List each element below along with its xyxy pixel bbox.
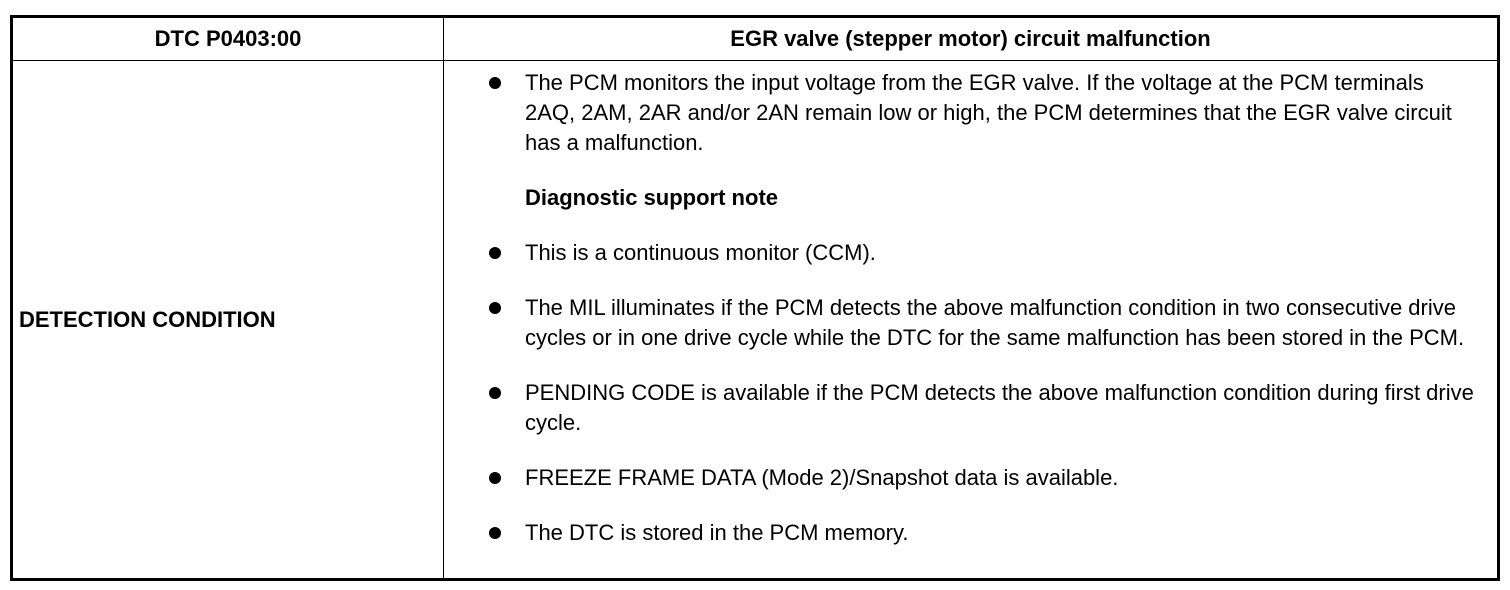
detection-condition-details: The PCM monitors the input voltage from … (444, 61, 1497, 578)
list-item: FREEZE FRAME DATA (Mode 2)/Snapshot data… (489, 463, 1477, 493)
dtc-code-text: DTC P0403:00 (154, 26, 302, 51)
list-item-text: This is a continuous monitor (CCM). (525, 240, 876, 265)
list-item: This is a continuous monitor (CCM). (489, 238, 1477, 268)
list-item-text: The DTC is stored in the PCM memory. (525, 520, 909, 545)
detection-condition-label-cell: DETECTION CONDITION (13, 61, 444, 578)
dtc-description-header: EGR valve (stepper motor) circuit malfun… (444, 18, 1497, 61)
list-item: The PCM monitors the input voltage from … (489, 68, 1477, 158)
bullet-icon (489, 387, 501, 399)
bullet-icon (489, 302, 501, 314)
list-item: The DTC is stored in the PCM memory. (489, 518, 1477, 548)
bullet-icon (489, 247, 501, 259)
dtc-description-text: EGR valve (stepper motor) circuit malfun… (730, 26, 1211, 51)
bullet-icon (489, 472, 501, 484)
list-item: The MIL illuminates if the PCM detects t… (489, 293, 1477, 353)
dtc-code-header: DTC P0403:00 (13, 18, 444, 61)
list-item-text: The MIL illuminates if the PCM detects t… (525, 295, 1465, 350)
bullet-icon (489, 77, 501, 89)
list-item-text: FREEZE FRAME DATA (Mode 2)/Snapshot data… (525, 465, 1119, 490)
bullet-icon (489, 527, 501, 539)
list-item: PENDING CODE is available if the PCM det… (489, 378, 1477, 438)
list-item-text: The PCM monitors the input voltage from … (525, 70, 1452, 155)
diagnostic-support-note-heading: Diagnostic support note (525, 185, 778, 210)
list-item-text: PENDING CODE is available if the PCM det… (525, 380, 1474, 435)
detection-condition-label: DETECTION CONDITION (19, 306, 276, 332)
dtc-table: DTC P0403:00 EGR valve (stepper motor) c… (10, 15, 1500, 581)
